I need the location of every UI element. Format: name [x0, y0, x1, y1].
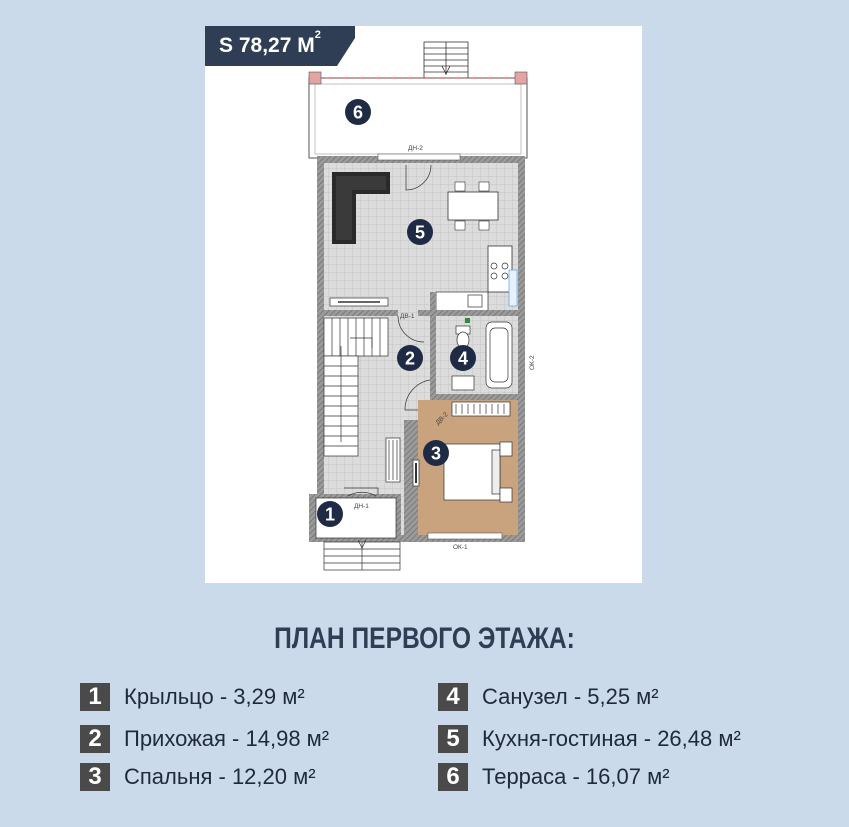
- legend-number: 2: [80, 725, 110, 753]
- svg-text:4: 4: [458, 349, 468, 369]
- plan-label-dn1: ДН-1: [354, 503, 369, 510]
- room-marker-1: 1: [317, 501, 343, 527]
- legend-item-bathroom: 4 Санузел - 5,25 м²: [438, 682, 659, 712]
- legend-number: 6: [438, 763, 468, 791]
- svg-text:3: 3: [431, 444, 441, 464]
- legend-item-terrace: 6 Терраса - 16,07 м²: [438, 762, 670, 792]
- hallway-stairs: [323, 315, 431, 483]
- legend-item-bedroom: 3 Спальня - 12,20 м²: [80, 762, 316, 792]
- legend-label: Прихожая - 14,98 м²: [124, 726, 330, 751]
- legend-number: 3: [80, 763, 110, 791]
- bathroom: [436, 316, 518, 394]
- plan-label-dn2: ДН-2: [408, 145, 423, 152]
- total-area-unit: 2: [314, 29, 321, 41]
- terrace-area: [308, 71, 528, 159]
- legend-number: 4: [438, 683, 468, 711]
- legend-item-porch: 1 Крыльцо - 3,29 м²: [80, 682, 305, 712]
- internal-walls: [324, 292, 518, 540]
- svg-text:5: 5: [415, 223, 425, 243]
- legend-item-hallway: 2 Прихожая - 14,98 м²: [80, 724, 329, 754]
- legend-number: 5: [438, 725, 468, 753]
- entry-arrow-icon: [441, 65, 451, 75]
- room-marker-3: 3: [423, 440, 449, 466]
- legend-number: 1: [80, 683, 110, 711]
- room-marker-2: 2: [397, 345, 423, 371]
- svg-text:6: 6: [353, 103, 363, 123]
- svg-text:1: 1: [325, 505, 335, 525]
- terrace-steps: [423, 41, 469, 79]
- plan-label-dv1: ДВ-1: [400, 313, 415, 320]
- legend-label: Терраса - 16,07 м²: [482, 764, 670, 789]
- legend-label: Кухня-гостиная - 26,48 м²: [482, 726, 741, 751]
- room-marker-5: 5: [407, 219, 433, 245]
- svg-text:2: 2: [405, 349, 415, 369]
- legend-label: Спальня - 12,20 м²: [124, 764, 316, 789]
- total-area-text: S 78,27 М: [219, 34, 315, 57]
- plan-label-ok2: ОК-2: [529, 355, 536, 370]
- porch: [309, 487, 401, 571]
- room-marker-4: 4: [450, 345, 476, 371]
- total-area-badge: S 78,27 М2: [205, 26, 355, 66]
- legend-label: Крыльцо - 3,29 м²: [124, 684, 305, 709]
- legend-item-kitchen-living: 5 Кухня-гостиная - 26,48 м²: [438, 724, 741, 754]
- room-marker-6: 6: [345, 99, 371, 125]
- plan-label-ok1: ОК-1: [453, 544, 468, 551]
- bedroom: [412, 400, 518, 540]
- floor-plan-title: ПЛАН ПЕРВОГО ЭТАЖА:: [274, 622, 575, 655]
- legend-label: Санузел - 5,25 м²: [482, 684, 659, 709]
